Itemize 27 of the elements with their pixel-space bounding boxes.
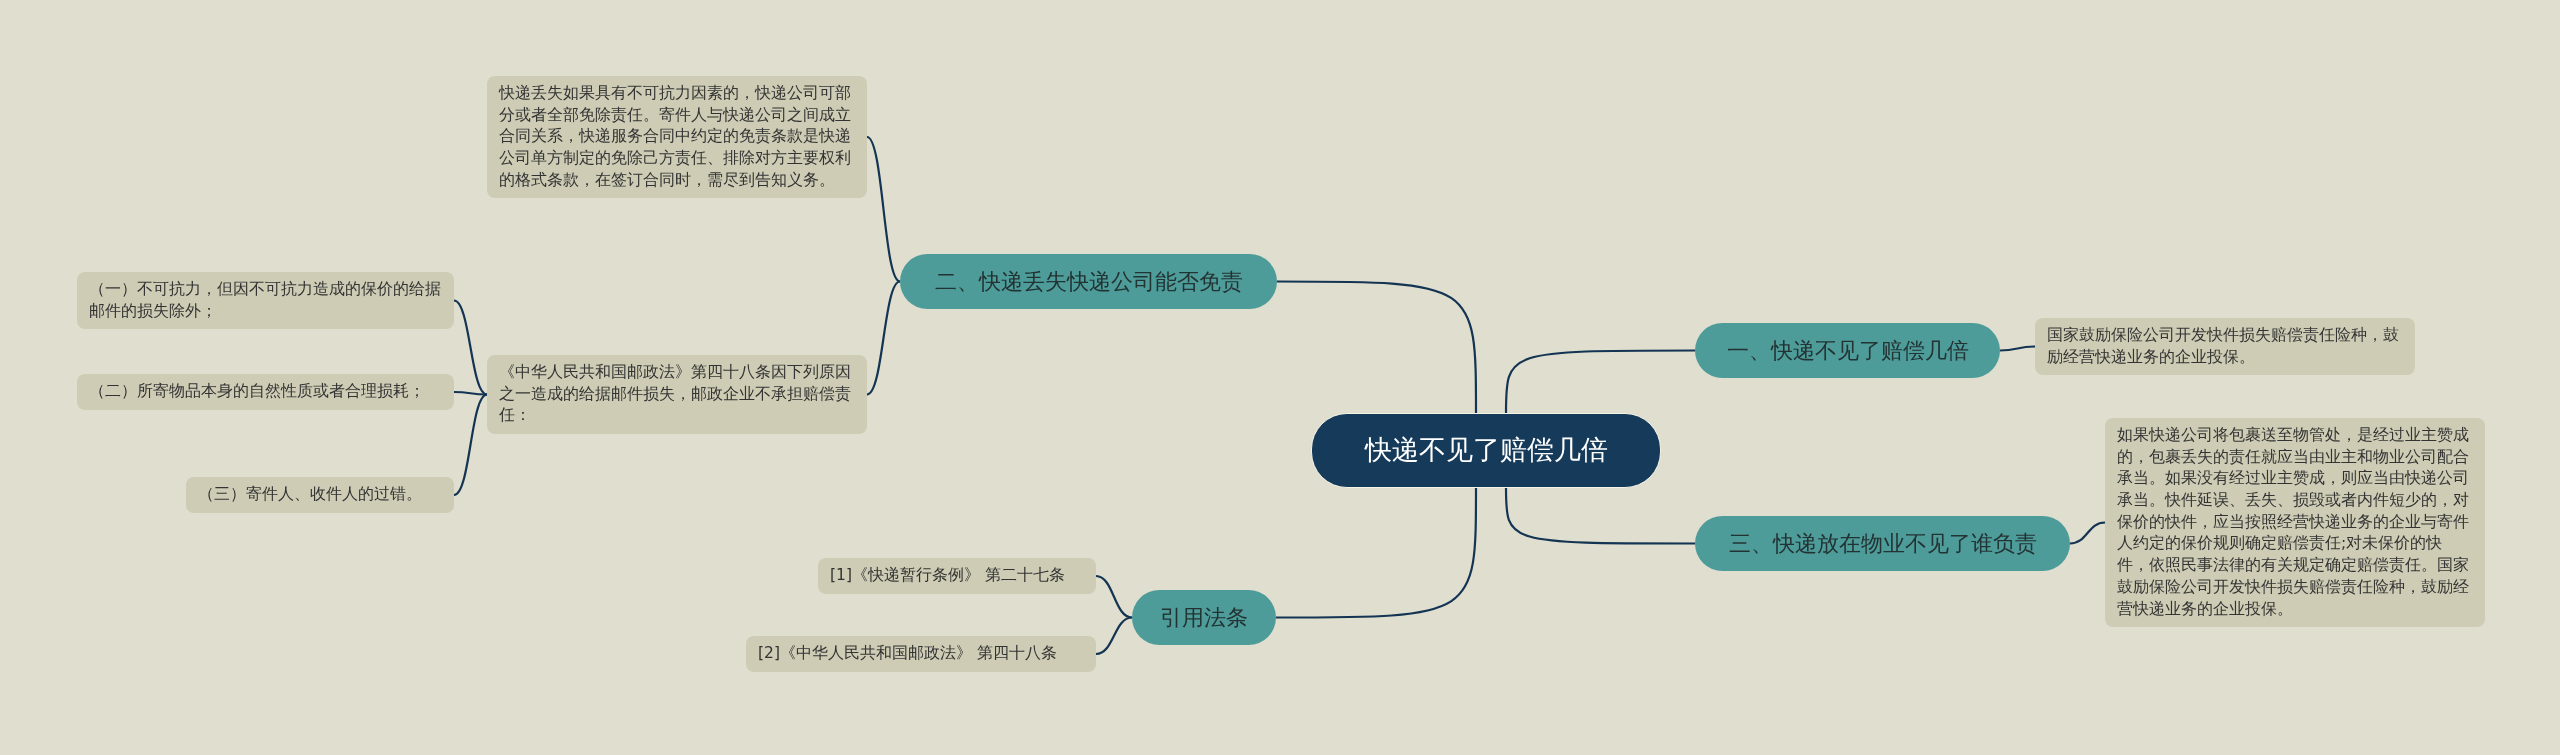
branch-topic: 一、快递不见了赔偿几倍 xyxy=(1695,323,2000,378)
central-topic: 快递不见了赔偿几倍 xyxy=(1311,413,1661,488)
note-box: [2]《中华人民共和国邮政法》 第四十八条 xyxy=(746,636,1096,672)
connector-line xyxy=(454,390,487,396)
connector-line xyxy=(2069,521,2106,545)
connector-line xyxy=(1095,616,1133,656)
connector-line xyxy=(866,280,901,396)
connector-line xyxy=(1504,488,1695,545)
note-box: 国家鼓励保险公司开发快件损失赔偿责任险种，鼓励经营快递业务的企业投保。 xyxy=(2035,318,2415,376)
branch-topic: 引用法条 xyxy=(1132,590,1276,645)
connector-line xyxy=(453,299,488,396)
connector-line xyxy=(1276,488,1478,619)
note-box: （二）所寄物品本身的自然性质或者合理损耗； xyxy=(77,374,454,410)
connector-line xyxy=(866,136,901,283)
branch-topic: 二、快递丢失快递公司能否免责 xyxy=(900,254,1277,309)
connector-line xyxy=(1277,280,1478,413)
note-box: 快递丢失如果具有不可抗力因素的，快递公司可部分或者全部免除责任。寄件人与快递公司之间成立合同关系，快递服务合同中约定的免责条款是快递公司单方制定的免除己方责任、排除对方主要权利的格式条款，在签订合同时，需尽到告知义务。 xyxy=(487,76,867,199)
note-box: [1]《快递暂行条例》 第二十七条 xyxy=(818,558,1096,594)
connector-line xyxy=(1999,345,2036,352)
note-box: 如果快递公司将包裹送至物管处，是经过业主赞成的，包裹丢失的责任就应当由业主和物业公司配合承当。如果没有经过业主赞成，则应当由快递公司承当。快件延误、丢失、损毁或者内件短少的，对保价的快件，应当按照经营快递业务的企业与寄件人约定的保价规则确定赔偿责任;对未保价的快件，依照民事法律的有关规定确定赔偿责任。国家鼓励保险公司开发快件损失赔偿责任险种，鼓励经营快递业务的企业投保。 xyxy=(2105,418,2485,628)
connector-line xyxy=(453,393,488,496)
note-box: （一）不可抗力，但因不可抗力造成的保价的给据邮件的损失除外； xyxy=(77,272,454,330)
branch-topic: 三、快递放在物业不见了谁负责 xyxy=(1695,516,2070,571)
connector-line xyxy=(1504,349,1695,413)
note-box: 《中华人民共和国邮政法》第四十八条因下列原因之一造成的给据邮件损失，邮政企业不承担赔偿责任： xyxy=(487,355,867,435)
note-box: （三）寄件人、收件人的过错。 xyxy=(186,477,454,513)
connector-line xyxy=(1095,574,1133,619)
